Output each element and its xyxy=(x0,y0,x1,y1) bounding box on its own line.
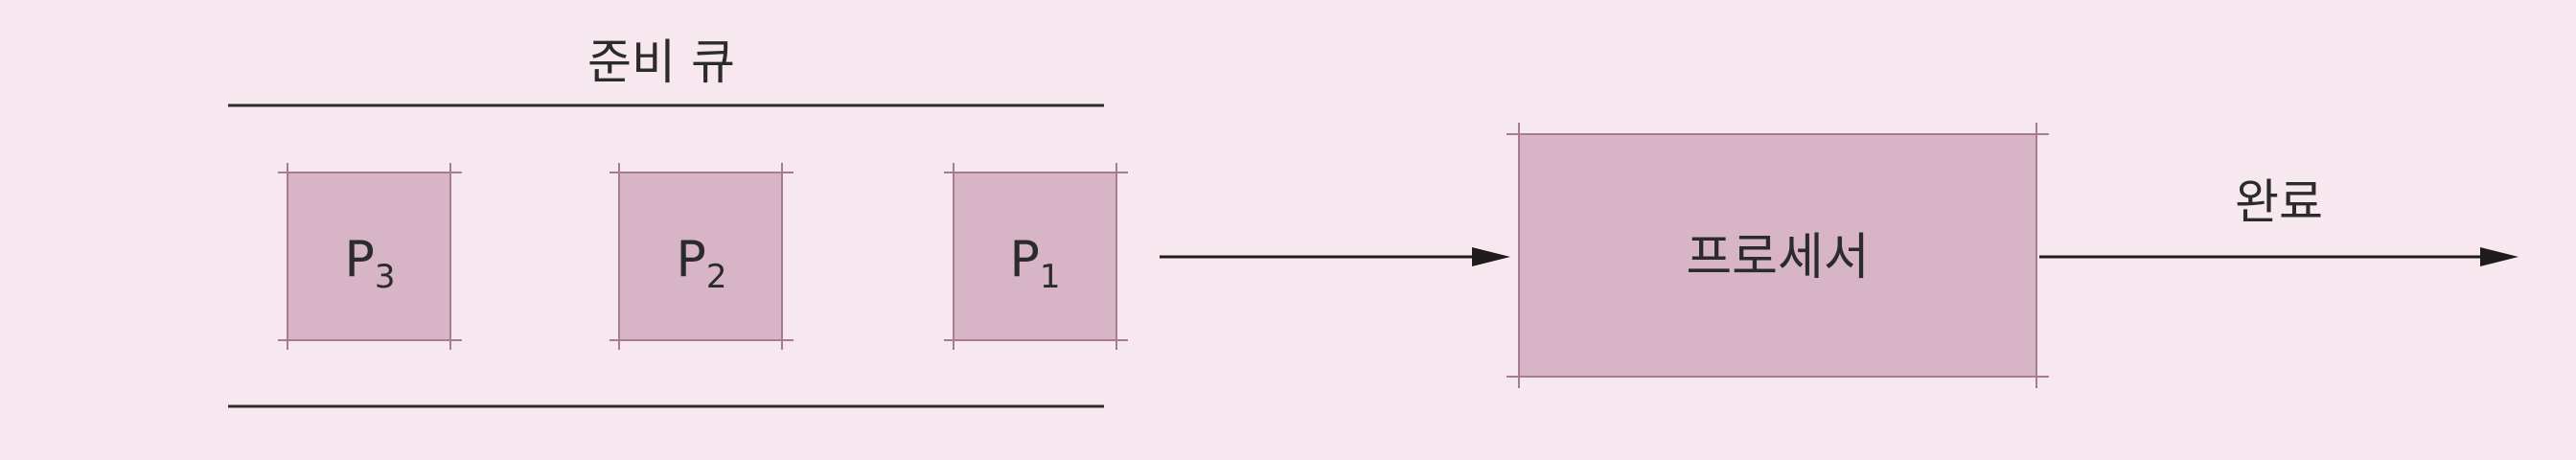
done-label: 완료 xyxy=(2235,174,2323,230)
process-label-p1: P1 xyxy=(1010,231,1061,296)
ready-queue-label: 준비 큐 xyxy=(587,34,735,90)
processor-box: 프로세서 xyxy=(1506,123,2049,388)
process-label-p3: P3 xyxy=(345,231,396,296)
dispatch-arrow xyxy=(1160,247,1510,266)
process-box-p3: P3 xyxy=(278,163,462,350)
completion-arrow xyxy=(2039,247,2518,266)
process-box-p2: P2 xyxy=(610,163,794,350)
processor-label: 프로세서 xyxy=(1686,229,1869,287)
process-box-p1: P1 xyxy=(944,163,1128,350)
process-label-p2: P2 xyxy=(677,231,727,296)
